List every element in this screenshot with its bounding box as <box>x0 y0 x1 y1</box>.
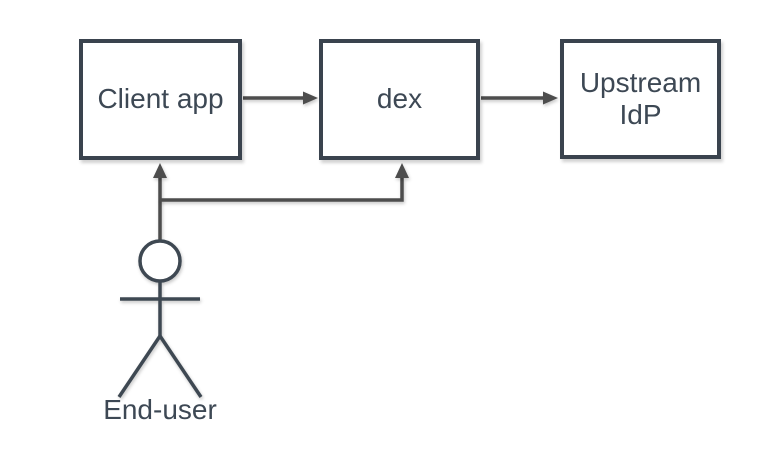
node-dex: dex <box>319 39 480 160</box>
arrow-dex-to-upstream-idp <box>481 91 558 105</box>
arrow-end-user-to-dex <box>160 163 409 202</box>
node-client-app-label: Client app <box>97 83 224 115</box>
arrow-end-user-to-client-app <box>153 163 167 240</box>
node-upstream-idp: Upstream IdP <box>560 39 721 159</box>
arrow-client-app-to-dex <box>243 91 318 105</box>
end-user-actor-icon <box>117 239 203 398</box>
node-client-app: Client app <box>79 39 242 160</box>
node-dex-label: dex <box>376 83 423 115</box>
node-upstream-idp-label: Upstream IdP <box>579 66 702 130</box>
end-user-label: End-user <box>103 394 217 425</box>
